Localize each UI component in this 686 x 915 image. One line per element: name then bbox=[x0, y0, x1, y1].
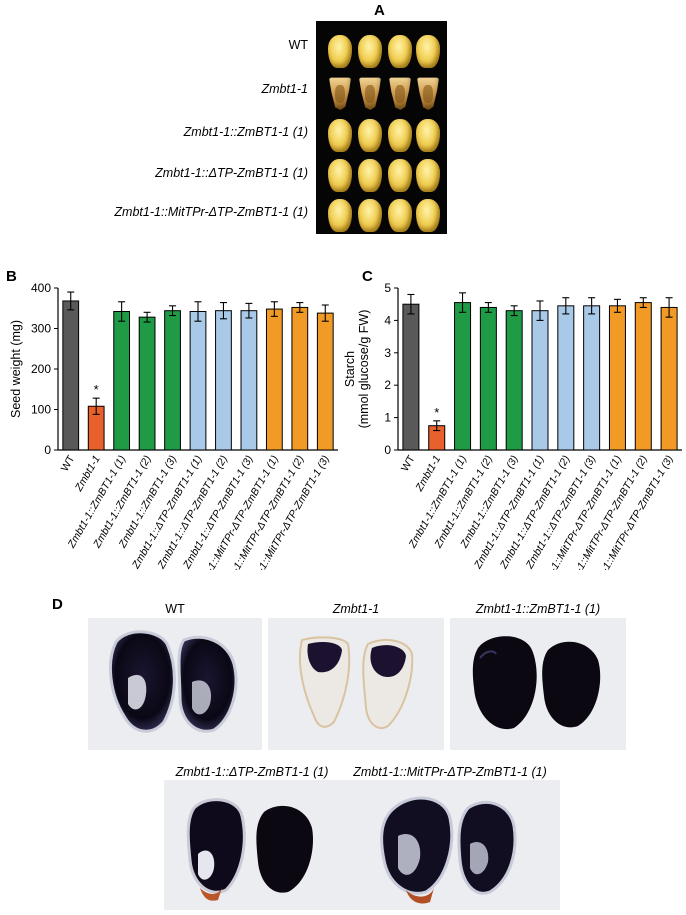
kernel-half-right bbox=[457, 800, 517, 895]
kernel-half-left bbox=[186, 798, 246, 894]
starch-stain-photo-complement bbox=[450, 618, 626, 750]
genotype-label-complement: Zmbt1-1::ZmBT1-1 (1) bbox=[183, 125, 308, 139]
kernel bbox=[416, 119, 440, 152]
kernel-shrunken bbox=[358, 77, 382, 110]
genotype-label-mutant: Zmbt1-1 bbox=[261, 82, 308, 96]
starch-stain-label-mittp: Zmbt1-1::MitTPr-ΔTP-ZmBT1-1 (1) bbox=[353, 765, 547, 779]
kernel bbox=[388, 199, 412, 232]
y-tick-label: 2 bbox=[384, 378, 391, 392]
kernel-half-left bbox=[472, 636, 537, 730]
bar bbox=[454, 302, 472, 451]
kernel bbox=[416, 199, 440, 232]
panel-a-letter: A bbox=[374, 2, 385, 19]
starch-stain-photo-wt bbox=[88, 618, 262, 750]
kernel bbox=[328, 199, 352, 232]
bar bbox=[189, 310, 207, 451]
kernel bbox=[328, 35, 352, 68]
starch-stain-label-wt: WT bbox=[165, 602, 185, 616]
y-axis-label-line2: (mmol glucose/g FW) bbox=[357, 310, 371, 429]
starch-stain-label-delta-tp: Zmbt1-1::ΔTP-ZmBT1-1 (1) bbox=[175, 765, 329, 779]
bar bbox=[505, 310, 523, 451]
bar bbox=[316, 312, 334, 451]
panel-b-letter: B bbox=[6, 268, 17, 285]
significance-asterisk: * bbox=[434, 405, 439, 420]
y-tick-label: 300 bbox=[31, 322, 51, 336]
y-tick-label: 3 bbox=[384, 346, 391, 360]
kernel-half-right bbox=[542, 641, 601, 728]
bar bbox=[479, 306, 497, 451]
y-tick-label: 4 bbox=[384, 313, 391, 327]
y-tick-label: 0 bbox=[44, 443, 51, 457]
bar bbox=[402, 303, 420, 451]
kernel-shrunken bbox=[416, 77, 440, 110]
kernel bbox=[358, 159, 382, 192]
bar bbox=[138, 316, 156, 451]
bar bbox=[531, 310, 549, 451]
kernel bbox=[358, 35, 382, 68]
kernel bbox=[328, 159, 352, 192]
y-tick-label: 5 bbox=[384, 281, 391, 295]
kernel bbox=[328, 119, 352, 152]
kernel-shrunken bbox=[388, 77, 412, 110]
starch-stain-label-mutant: Zmbt1-1 bbox=[332, 602, 380, 616]
genotype-label-mittp: Zmbt1-1::MitTPr-ΔTP-ZmBT1-1 (1) bbox=[114, 205, 308, 219]
kernel bbox=[388, 159, 412, 192]
kernel bbox=[388, 35, 412, 68]
bar bbox=[660, 306, 678, 451]
kernel-photo-tray bbox=[316, 21, 447, 234]
bar bbox=[634, 302, 652, 451]
starch-stain-photo-delta-tp bbox=[164, 780, 340, 910]
bar bbox=[113, 310, 131, 451]
genotype-label-wt: WT bbox=[288, 38, 308, 52]
x-tick-label: WT bbox=[399, 453, 418, 474]
kernel bbox=[388, 119, 412, 152]
bar bbox=[291, 306, 309, 451]
bar bbox=[557, 305, 575, 451]
y-tick-label: 0 bbox=[384, 443, 391, 457]
x-tick-label: WT bbox=[59, 453, 78, 474]
starch-stain-photo-mittp bbox=[340, 780, 560, 910]
significance-asterisk: * bbox=[94, 382, 99, 397]
kernel bbox=[416, 35, 440, 68]
kernel-shrunken bbox=[328, 77, 352, 110]
y-tick-label: 100 bbox=[31, 403, 51, 417]
bar bbox=[164, 310, 181, 451]
panel-a-genotype-labels: WT Zmbt1-1 Zmbt1-1::ZmBT1-1 (1) Zmbt1-1:… bbox=[0, 0, 308, 240]
bar bbox=[608, 305, 626, 451]
y-tick-label: 1 bbox=[384, 411, 391, 425]
y-axis-label: Seed weight (mg) bbox=[9, 320, 23, 418]
panel-d-letter: D bbox=[52, 596, 63, 613]
bar bbox=[240, 310, 258, 451]
bar bbox=[583, 305, 601, 451]
starch-stain-photo-mutant bbox=[268, 618, 444, 750]
y-tick-label: 400 bbox=[31, 281, 51, 295]
bar bbox=[215, 310, 232, 451]
bar bbox=[265, 308, 283, 451]
kernel-half-right bbox=[177, 635, 238, 733]
y-axis-label-line1: Starch bbox=[343, 351, 357, 387]
starch-stain-label-complement: Zmbt1-1::ZmBT1-1 (1) bbox=[475, 602, 601, 616]
kernel-half-right bbox=[256, 805, 313, 893]
y-tick-label: 200 bbox=[31, 362, 51, 376]
genotype-label-delta-tp: Zmbt1-1::ΔTP-ZmBT1-1 (1) bbox=[155, 166, 308, 180]
panel-c-letter: C bbox=[362, 268, 373, 285]
kernel bbox=[358, 119, 382, 152]
bar bbox=[62, 300, 80, 451]
kernel bbox=[358, 199, 382, 232]
kernel bbox=[416, 159, 440, 192]
